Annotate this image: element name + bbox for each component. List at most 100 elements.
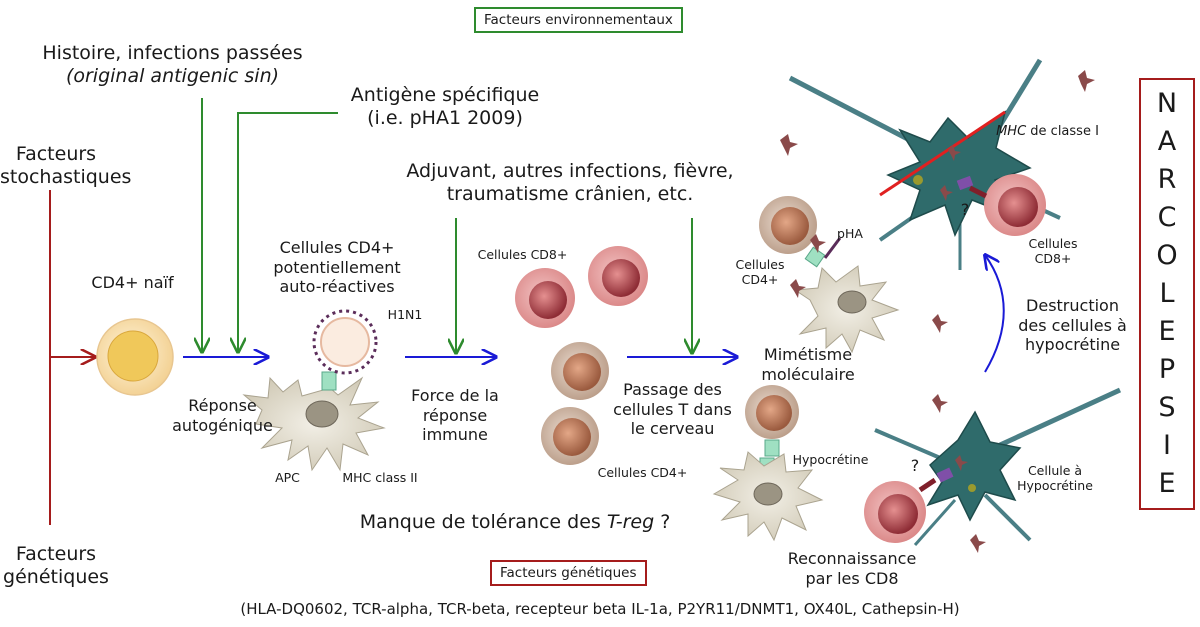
- cd8-cell-bottom-icon: [864, 477, 937, 543]
- mhc-class-ii-label: MHC class II: [342, 470, 418, 485]
- history-line1: Histoire, infections passées: [42, 42, 303, 64]
- narcolepsy-letter: S: [1158, 392, 1176, 423]
- cd4-cells-top-label: Cellules CD4+: [725, 257, 795, 288]
- treg-tolerance-label: Manque de tolérance des T-reg ?: [359, 511, 671, 533]
- antigen-icon: [780, 134, 798, 156]
- stochastic-factors-label: Facteurs stochastiques: [0, 143, 132, 189]
- naive-cd4-label: CD4+ naïf: [91, 273, 174, 292]
- narcolepsy-box: N A R C O L E P S I E: [1139, 78, 1195, 510]
- cd8-cell-icon: [515, 268, 575, 328]
- question-bottom: ?: [910, 456, 920, 475]
- cd8-top-line2: CD8+: [1034, 251, 1072, 267]
- auto-reactive-cd4-label: Cellules CD4+ potentiellement auto-réact…: [262, 238, 412, 297]
- cd8-cell-top-icon: [968, 174, 1046, 236]
- apc-icon: [242, 371, 386, 472]
- cd4-cell-icon: [745, 385, 799, 439]
- genetic-factors-label: Facteurs génétiques: [0, 543, 112, 589]
- antigen-line2: (i.e. pHA1 2009): [367, 107, 523, 130]
- genetic-line2: génétiques: [3, 566, 109, 589]
- narcolepsy-letter: I: [1163, 430, 1171, 461]
- narcolepsy-letter: C: [1157, 202, 1177, 233]
- stochastic-line1: Facteurs: [15, 143, 97, 165]
- cd8-cells-middle: [515, 246, 648, 328]
- cd8-cells-top-label: Cellules CD8+: [1018, 236, 1088, 267]
- narcolepsy-letter: N: [1156, 88, 1178, 119]
- recognition-line2: par les CD8: [805, 568, 899, 588]
- narcolepsy-letter: P: [1158, 354, 1176, 385]
- antigen-icon: [790, 279, 806, 298]
- mhc-class-i-label: MHC de classe I: [996, 124, 1099, 139]
- destruction-label: Destruction des cellules à hypocrétine: [1010, 296, 1135, 355]
- cd4-cell-icon: [551, 342, 609, 400]
- narcolepsy-letter: L: [1159, 278, 1175, 309]
- apc-label: APC: [275, 470, 300, 485]
- factor-link-lines: [49, 190, 95, 525]
- autogenic-response-label: Réponse autogénique: [170, 396, 275, 435]
- auto-response-line2: autogénique: [172, 415, 273, 435]
- hypo-cell-line2: Hypocrétine: [1017, 478, 1093, 494]
- antigen-icon: [810, 234, 826, 253]
- adjuvant-label: Adjuvant, autres infections, fièvre, tra…: [380, 160, 760, 206]
- brain-passage-label: Passage des cellules T dans le cerveau: [605, 380, 740, 439]
- destruction-line2: des cellules à: [1018, 315, 1127, 335]
- adjuvant-line2: traumatisme crânien, etc.: [446, 183, 694, 206]
- antigen-line1: Antigène spécifique: [350, 84, 540, 106]
- genetic-line1: Facteurs: [15, 543, 97, 565]
- narcolepsy-letter: R: [1157, 164, 1177, 195]
- antigen-label: Antigène spécifique (i.e. pHA1 2009): [330, 84, 560, 130]
- force-line1: Force de la: [411, 386, 499, 405]
- antigen-icon: [932, 314, 948, 333]
- cd4-cells-bottom-label: Cellules CD4+: [597, 465, 688, 480]
- mimicry-line1: Mimétisme: [763, 345, 853, 364]
- h1n1-label: H1N1: [387, 307, 423, 322]
- auto-response-line1: Réponse: [188, 396, 257, 415]
- cd4-top-line1: Cellules: [735, 257, 785, 272]
- antigen-icon: [970, 534, 986, 553]
- antigen-icon: [948, 145, 961, 161]
- cd8-recognition-label: Reconnaissance par les CD8: [782, 549, 922, 588]
- cd8-cells-label: Cellules CD8+: [477, 247, 568, 262]
- process-arrows: [183, 255, 1005, 373]
- narcolepsy-letter: O: [1156, 240, 1178, 271]
- cd4-cells-middle: [541, 342, 609, 465]
- mimicry-top-group: [759, 196, 900, 354]
- recognition-line1: Reconnaissance: [787, 549, 917, 568]
- destruction-line3: hypocrétine: [1024, 335, 1121, 355]
- narcolepsy-letter: E: [1158, 468, 1176, 499]
- immune-strength-label: Force de la réponse immune: [400, 386, 510, 445]
- molecular-mimicry-label: Mimétisme moléculaire: [748, 345, 868, 384]
- antigen-icon: [1078, 70, 1095, 92]
- passage-line1: Passage des: [623, 380, 722, 399]
- auto-line1: Cellules CD4+: [279, 238, 395, 257]
- history-label: Histoire, infections passées (original a…: [0, 42, 345, 88]
- environment-arrows: [202, 98, 692, 353]
- mimicry-bottom-group: [712, 385, 824, 542]
- hypocretin-label: Hypocrétine: [792, 452, 869, 467]
- force-line3: immune: [422, 425, 488, 445]
- antigen-icon: [955, 455, 968, 471]
- stochastic-line2: stochastiques: [0, 166, 132, 189]
- cd8-cell-icon: [588, 246, 648, 306]
- cd4-cell-icon: [541, 407, 599, 465]
- environmental-factors-box: Facteurs environnementaux: [474, 7, 683, 33]
- naive-cd4-cell-icon: [96, 318, 174, 396]
- mimicry-line2: moléculaire: [761, 364, 855, 384]
- auto-line2: potentiellement: [273, 257, 401, 277]
- cd8-top-line1: Cellules: [1028, 236, 1078, 251]
- genetic-factors-box: Facteurs génétiques: [490, 560, 647, 586]
- neuron-bottom-icon: [874, 387, 1122, 546]
- narcolepsy-letter: E: [1158, 316, 1176, 347]
- adjuvant-line1: Adjuvant, autres infections, fièvre,: [406, 160, 734, 182]
- antigen-icon: [932, 394, 948, 413]
- destruction-line1: Destruction: [1026, 296, 1119, 315]
- gene-list-label: (HLA-DQ0602, TCR-alpha, TCR-beta, recept…: [240, 600, 960, 618]
- antigen-icon: [940, 185, 953, 201]
- cd4-cell-icon: [759, 196, 817, 254]
- narcolepsy-letter: A: [1157, 126, 1177, 157]
- passage-line3: le cerveau: [630, 419, 715, 439]
- hypo-cell-line1: Cellule à: [1027, 463, 1083, 478]
- question-top: ?: [960, 200, 970, 219]
- passage-line2: cellules T dans: [613, 399, 732, 419]
